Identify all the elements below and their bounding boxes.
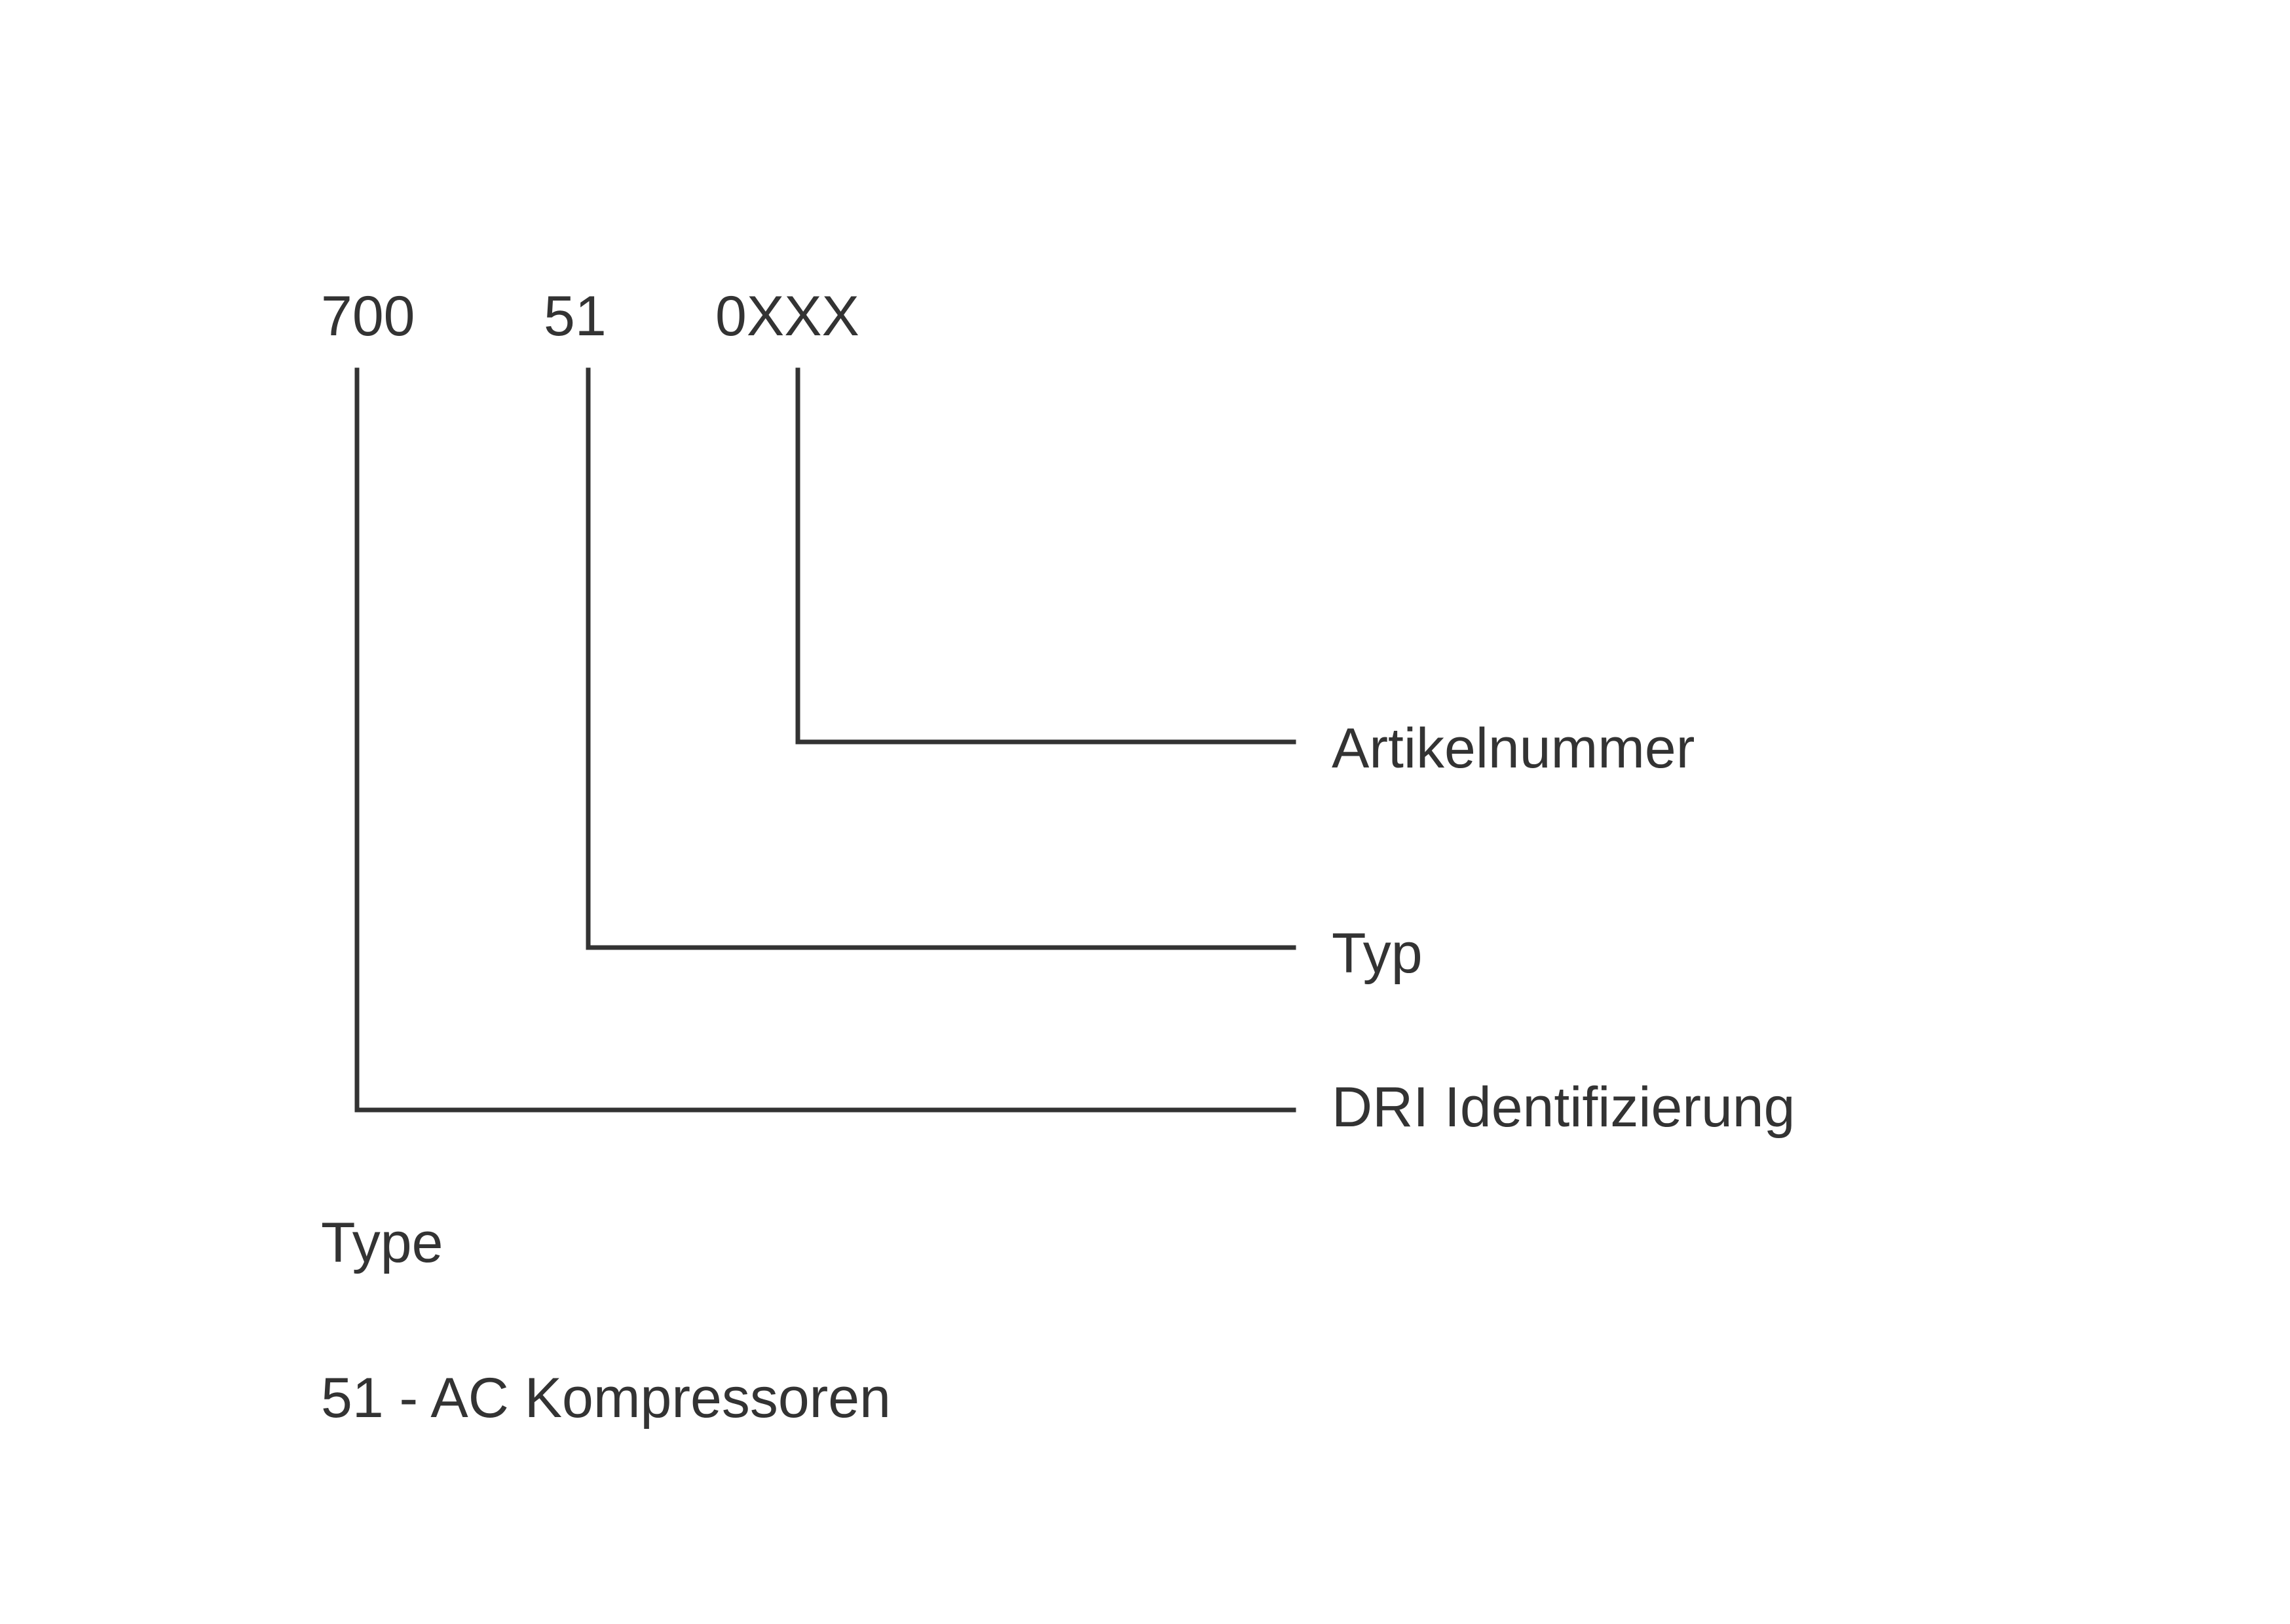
- code-segment-article: 0XXX: [715, 285, 859, 348]
- type-heading: Type: [321, 1211, 443, 1274]
- callout-dri-identifizierung: DRI Identifizierung: [1332, 1076, 1795, 1139]
- callout-typ: Typ: [1332, 922, 1423, 985]
- code-segment-type: 51: [544, 285, 607, 348]
- callout-artikelnummer: Artikelnummer: [1332, 717, 1695, 780]
- code-segment-dri: 700: [321, 285, 415, 348]
- type-entry: 51 - AC Kompressoren: [321, 1367, 891, 1430]
